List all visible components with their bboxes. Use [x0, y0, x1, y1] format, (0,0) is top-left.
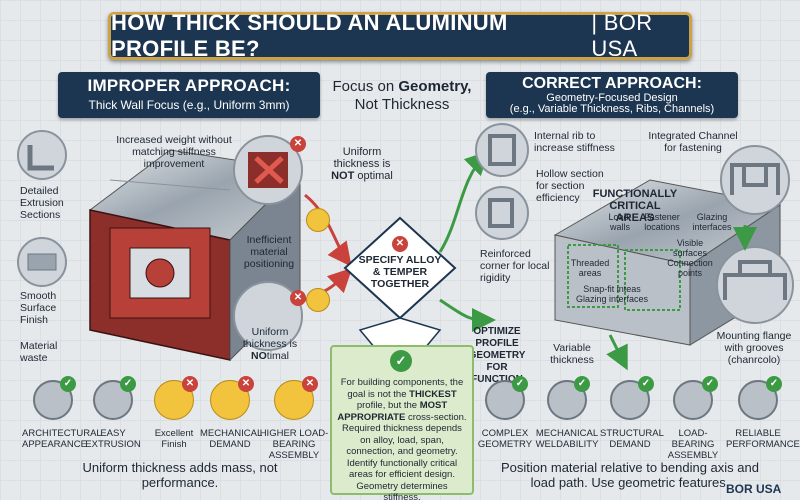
- left-caption: Uniform thickness adds mass, not perform…: [82, 460, 278, 490]
- badge-higher-load: ✕: [302, 376, 318, 392]
- label-optimize-geometry: OPTIMIZE PROFILE GEOMETRY FOR FUNCTION: [468, 326, 526, 385]
- summary-e: cross-section. Required thickness depend…: [342, 411, 467, 500]
- internal-rib-circle: [475, 123, 529, 177]
- icon-reliable: ✓ RELIABLE PERFORMANCE: [726, 376, 800, 450]
- label-detailed-sections: Detailed Extrusion Sections: [20, 185, 64, 221]
- label-internal-rib: Internal rib to increase stiffness: [534, 130, 615, 154]
- right-caption: Position material relative to bending ax…: [501, 460, 759, 490]
- label-weldability: MECHANICAL WELDABILITY: [535, 428, 599, 450]
- summary-c: profile, but the: [356, 400, 420, 411]
- label-increased-weight: Increased weight without matching stiffn…: [116, 134, 232, 170]
- label-extrusion: EASY EXTRUSION: [85, 428, 141, 450]
- uniform-not-a: Uniform thickness is: [333, 146, 391, 170]
- detail-circle-1: [17, 130, 67, 180]
- uniform-circle: [233, 281, 303, 351]
- badge-structural: ✓: [638, 376, 654, 392]
- correct-subheading-2: (e.g., Variable Thickness, Ribs, Channel…: [509, 103, 715, 115]
- label-specify-alloy: SPECIFY ALLOY & TEMPER TOGETHER: [358, 254, 442, 290]
- badge-reliable: ✓: [766, 376, 782, 392]
- label-glazing: Glazing interfaces: [692, 212, 732, 232]
- summary-a: For building components, the goal is not…: [340, 377, 464, 400]
- label-complex: COMPLEX GEOMETRY: [477, 428, 533, 450]
- label-reliable: RELIABLE PERFORMANCE: [726, 428, 800, 450]
- title-brand: | BOR USA: [591, 10, 653, 61]
- x-badge-uniform: ✕: [290, 290, 306, 306]
- uniform-bad-c: timal: [266, 350, 289, 362]
- label-fastener: Fastener locations: [644, 212, 680, 232]
- correct-heading: CORRECT APPROACH:: [522, 75, 702, 92]
- x-badge-specify: ✕: [392, 236, 408, 252]
- icon-structural: ✓ STRUCTURAL DEMAND: [600, 376, 664, 450]
- badge-complex: ✓: [512, 376, 528, 392]
- badge-extrusion: ✓: [120, 376, 136, 392]
- icon-mechanical-demand: ✕ MECHANICAL DEMAND: [200, 376, 263, 450]
- uniform-bad-a: Uniform thickness is: [242, 326, 298, 350]
- icon-architectural: ✓ ARCHITECTURAL APPEARANCE: [22, 376, 102, 450]
- confused-face-icon-1: [306, 208, 330, 232]
- label-smooth-finish: Smooth Surface Finish: [20, 290, 57, 326]
- thick-profile-illustration: [88, 149, 302, 362]
- focus-text-c: Not Thickness: [354, 96, 450, 113]
- label-material-waste: Material waste: [20, 340, 58, 364]
- confused-face-icon-2: [306, 288, 330, 312]
- icon-easy-extrusion: ✓ EASY EXTRUSION: [84, 376, 142, 450]
- badge-load-bearing: ✓: [702, 376, 718, 392]
- label-inefficient: Inefficient material positioning: [243, 234, 295, 270]
- icon-load-bearing: ✓ LOAD-BEARING ASSEMBLY: [660, 376, 726, 461]
- focus-text-a: Focus on: [332, 78, 399, 95]
- focus-statement: Focus on Geometry, Not Thickness: [330, 78, 474, 114]
- label-reinforced-corner: Reinforced corner for local rigidity: [480, 248, 550, 284]
- extrusion-icon: [93, 380, 133, 420]
- label-uniform-bad: Uniform thickness is NOtimal: [238, 326, 302, 362]
- badge-weldability: ✓: [574, 376, 590, 392]
- badge-finish: ✕: [182, 376, 198, 392]
- title-main: HOW THICK SHOULD AN ALUMINUM PROFILE BE?: [111, 10, 508, 61]
- uniform-not-c: optimal: [354, 170, 393, 182]
- icon-excellent-finish: ✕ Excellent Finish: [146, 376, 202, 450]
- badge-architectural: ✓: [60, 376, 76, 392]
- summary-b: THICKEST: [409, 388, 457, 400]
- reinforced-corner-circle: [475, 186, 529, 240]
- page-title: HOW THICK SHOULD AN ALUMINUM PROFILE BE?…: [108, 10, 692, 61]
- summary-d: MOST APPROPRIATE: [337, 400, 448, 423]
- uniform-bad-b: NO: [251, 350, 267, 362]
- label-architectural: ARCHITECTURAL APPEARANCE: [22, 428, 102, 450]
- label-visible-surfaces: Visible surfaces Connection points: [667, 238, 713, 278]
- improper-approach-header: IMPROPER APPROACH: Thick Wall Focus (e.g…: [58, 72, 320, 118]
- icon-complex-geometry: ✓ COMPLEX GEOMETRY: [476, 376, 534, 450]
- label-uniform-not-optimal: Uniform thickness is NOT optimal: [330, 146, 394, 182]
- footer-brand: BOR USA: [726, 482, 782, 496]
- label-functionally-critical: FUNCTIONALLY CRITICAL AREAS: [592, 188, 678, 224]
- label-structural: STRUCTURAL DEMAND: [600, 428, 664, 450]
- label-higher-load: HIGHER LOAD-BEARING ASSEMBLY: [259, 428, 329, 461]
- icon-weldability: ✓ MECHANICAL WELDABILITY: [534, 376, 600, 450]
- icon-higher-load: ✕ HIGHER LOAD-BEARING ASSEMBLY: [258, 376, 330, 461]
- label-integrated-channel: Integrated Channel for fastening: [648, 130, 738, 154]
- label-snap-fit: Snap-fit inteas Glazing interfaces: [575, 284, 649, 304]
- improper-subheading: Thick Wall Focus (e.g., Uniform 3mm): [88, 98, 290, 112]
- correct-subheading: Geometry-Focused Design: [546, 92, 678, 104]
- focus-text-b: Geometry,: [398, 78, 472, 95]
- improper-heading: IMPROPER APPROACH:: [87, 76, 291, 95]
- label-finish: Excellent Finish: [154, 428, 194, 450]
- correct-approach-header: CORRECT APPROACH: Geometry-Focused Desig…: [486, 72, 738, 118]
- label-load-bearing: LOAD-BEARING ASSEMBLY: [667, 428, 719, 461]
- x-badge-inefficient: ✕: [290, 136, 306, 152]
- label-threaded: Threaded areas: [570, 258, 610, 278]
- label-mechanical-demand: MECHANICAL DEMAND: [200, 428, 263, 450]
- badge-mechanical-demand: ✕: [238, 376, 254, 392]
- mounting-flange-circle: [716, 246, 794, 324]
- check-badge-summary: ✓: [390, 350, 412, 372]
- label-variable-thickness: Variable thickness: [550, 342, 594, 366]
- label-mounting-flange: Mounting flange with grooves (chanrcolo): [716, 330, 792, 366]
- uniform-not-b: NOT: [331, 170, 355, 182]
- label-load-walls: Load-walls: [608, 212, 632, 232]
- label-hollow-section: Hollow section for section efficiency: [536, 168, 604, 204]
